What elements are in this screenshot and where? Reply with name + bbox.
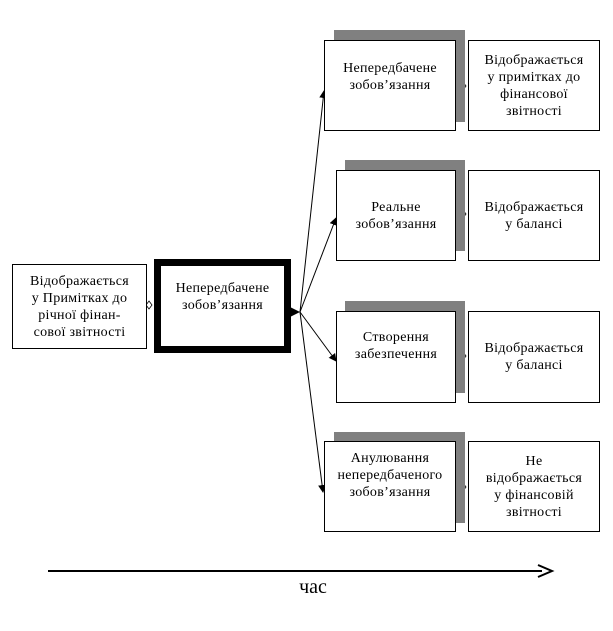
branch-4-event-text: Анулювання непередбаченого зобов’язання [337,451,443,500]
branch-1-treatment-text: Відображається у примітках до фінансової… [484,52,584,119]
arrow-to-branch-3 [299,311,337,362]
arrow-to-branch-2 [299,217,338,313]
left-note-text: Відображається у Примітках до річної фін… [30,273,129,340]
branch-2-treatment-box: Відображається у балансі [468,170,600,261]
branch-3-event-box: Створення забезпечення [336,311,456,403]
branch-2-treatment-text: Відображається у балансі [484,199,584,232]
branch-4-event-box: Анулювання непередбаченого зобов’язання [324,441,456,532]
branch-1-treatment-box: Відображається у примітках до фінансової… [468,40,600,131]
left-note-box: Відображається у Примітках до річної фін… [12,264,147,349]
center-arrowhead [290,307,300,317]
branch-4-treatment-text: Не відображається у фінансовій звітності [485,453,583,520]
arrow-to-branch-1 [299,90,328,313]
branch-1-event-box: Непередбачене зобов’язання [324,40,456,131]
branch-2-event-box: Реальне зобов’язання [336,170,456,261]
branch-3-event-text: Створення забезпечення [354,330,438,362]
center-liability-box: Непередбачене зобов’язання [154,259,291,353]
time-axis-arrowhead [537,564,555,578]
arrow-to-branch-4 [299,311,327,493]
branch-4-treatment-box: Не відображається у фінансовій звітності [468,441,600,532]
branch-1-event-text: Непередбачене зобов’язання [343,61,437,93]
branch-3-treatment-text: Відображається у балансі [484,341,584,373]
center-liability-text: Непередбачене зобов’язання [175,281,270,313]
branch-2-event-text: Реальне зобов’язання [355,199,437,232]
branch-3-treatment-box: Відображається у балансі [468,311,600,403]
time-axis-label: час [299,576,327,598]
